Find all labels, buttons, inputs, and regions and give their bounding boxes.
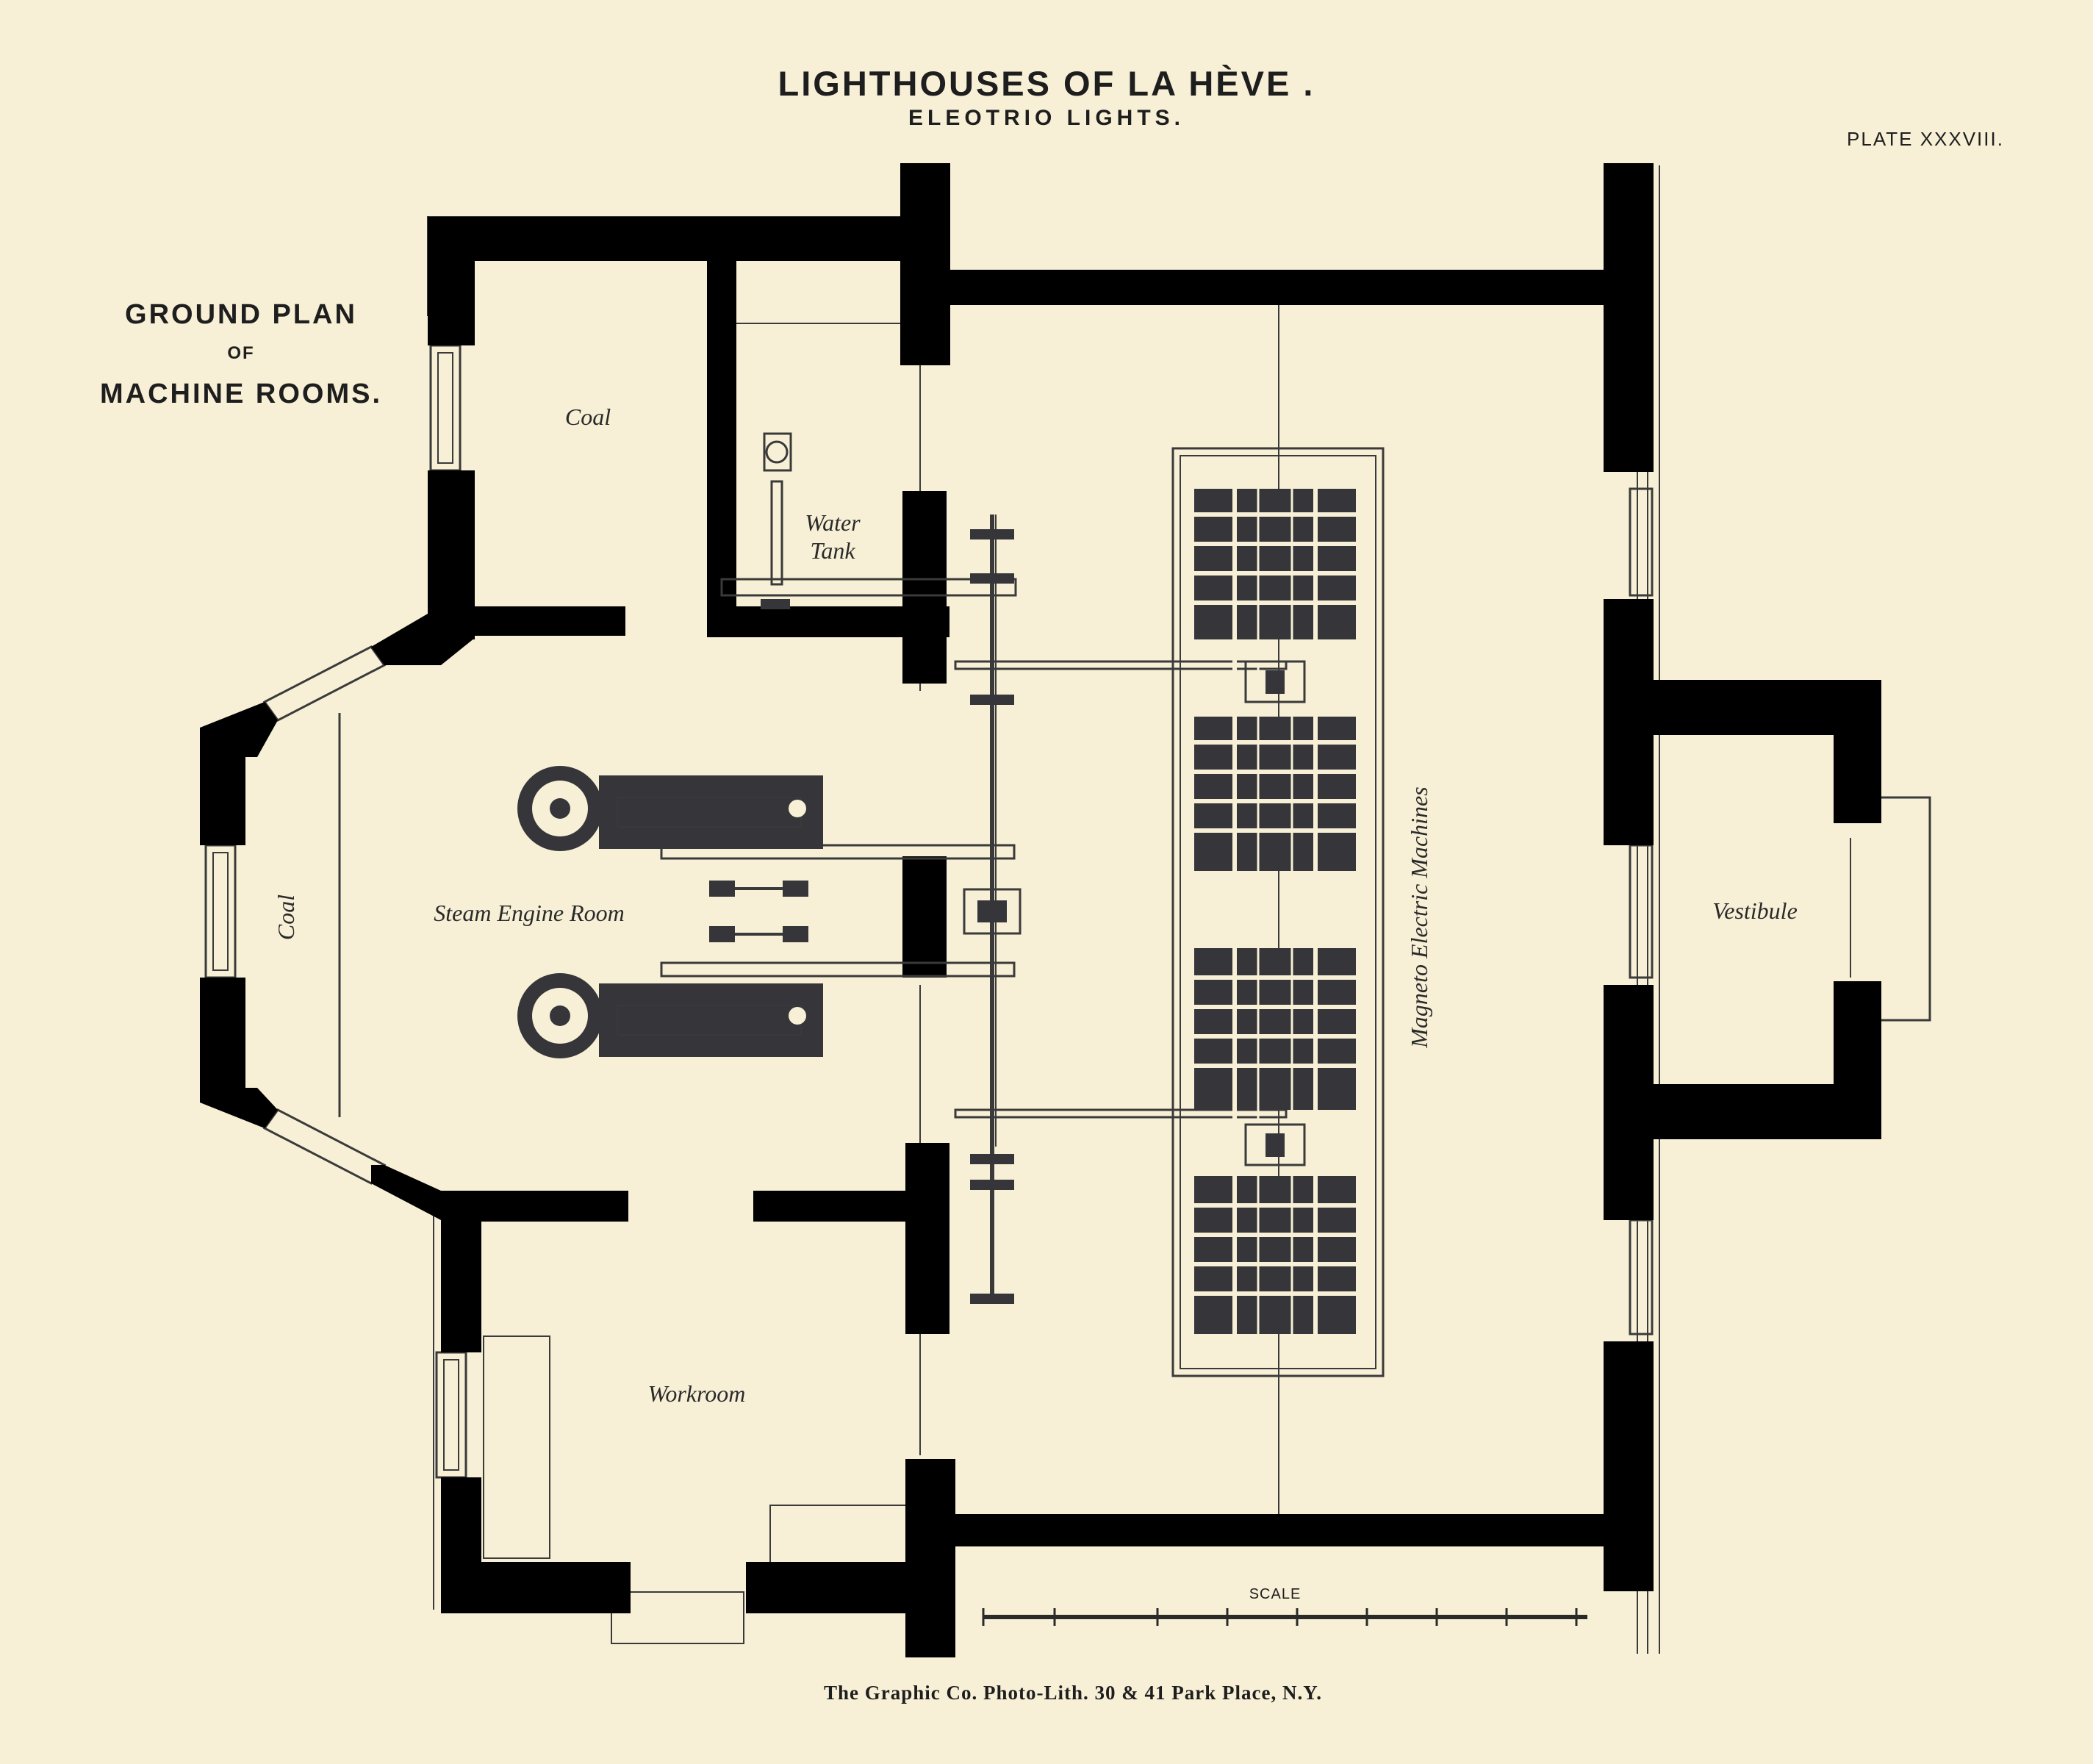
scale-bar: SCALE — [982, 1586, 1587, 1626]
workroom-door-frame — [769, 1505, 922, 1565]
wall — [1604, 985, 1654, 1220]
room-label-workroom: Workroom — [648, 1380, 746, 1407]
plan-title-line3: MACHINE ROOMS. — [100, 379, 382, 409]
engine-couplings — [709, 881, 808, 942]
room-label-vestibule: Vestibule — [1712, 897, 1798, 924]
wall — [428, 217, 475, 345]
plate-number: PLATE XXXVIII. — [1847, 128, 2004, 150]
wall — [200, 728, 245, 845]
magneto-machine — [1194, 717, 1356, 871]
window — [262, 645, 387, 722]
steam-engine-upper — [517, 766, 823, 851]
wall — [753, 1191, 908, 1222]
room-label-water-tank-2: Tank — [810, 537, 855, 564]
wall — [707, 259, 736, 637]
steam-engine-lower — [517, 973, 823, 1058]
wall — [371, 1165, 441, 1220]
wall — [905, 1459, 955, 1657]
wall — [902, 491, 947, 684]
wall — [1604, 599, 1654, 845]
window — [212, 852, 229, 971]
workroom-bench — [483, 1335, 550, 1559]
window — [429, 344, 462, 472]
wall — [902, 856, 947, 978]
wall — [900, 163, 950, 365]
imprint: The Graphic Co. Photo-Lith. 30 & 41 Park… — [824, 1682, 1322, 1704]
wall — [746, 1562, 915, 1613]
line-shafting — [660, 514, 1288, 1304]
plan-title-line2: OF — [227, 343, 254, 363]
wall — [1834, 680, 1881, 823]
plate-subtitle: ELEOTRIO LIGHTS. — [908, 106, 1185, 130]
wall — [1834, 981, 1881, 1139]
water-pump — [720, 432, 1017, 609]
magneto-machine — [1194, 948, 1356, 1110]
wall — [475, 606, 625, 636]
room-label-coal-side: Coal — [273, 894, 299, 940]
window — [1629, 844, 1654, 979]
room-label-steam-engine-room: Steam Engine Room — [434, 900, 625, 926]
magneto-machine — [1194, 1176, 1356, 1334]
wall — [948, 270, 1628, 305]
wall — [428, 217, 949, 261]
room-label-magneto-machines: Magneto Electric Machines — [1406, 786, 1432, 1048]
window — [262, 1108, 387, 1185]
scale-label: SCALE — [1249, 1586, 1302, 1602]
vestibule-porch — [1881, 796, 1931, 1022]
wall — [200, 1088, 278, 1128]
wall — [948, 1514, 1628, 1546]
window — [437, 352, 453, 464]
magneto-machines — [1194, 489, 1356, 1334]
room-label-coal-upper: Coal — [565, 404, 611, 430]
magneto-machine — [1194, 489, 1356, 639]
wall — [441, 1191, 481, 1352]
wall — [200, 978, 245, 1099]
plan-title-line1: GROUND PLAN — [125, 299, 357, 330]
wall — [428, 470, 475, 639]
wall — [1604, 163, 1654, 472]
window — [1629, 487, 1654, 597]
wall — [1604, 1341, 1654, 1591]
window — [1629, 1219, 1654, 1335]
wall — [441, 1562, 631, 1613]
window — [443, 1359, 459, 1471]
room-label-water-tank: Water — [805, 509, 861, 536]
window — [435, 1351, 467, 1479]
window — [204, 844, 237, 979]
wall — [905, 1143, 949, 1334]
plate-title: LIGHTHOUSES OF LA HÈVE . — [778, 64, 1315, 103]
entry-step — [611, 1591, 744, 1644]
wall — [371, 614, 475, 665]
walls — [200, 163, 1881, 1657]
